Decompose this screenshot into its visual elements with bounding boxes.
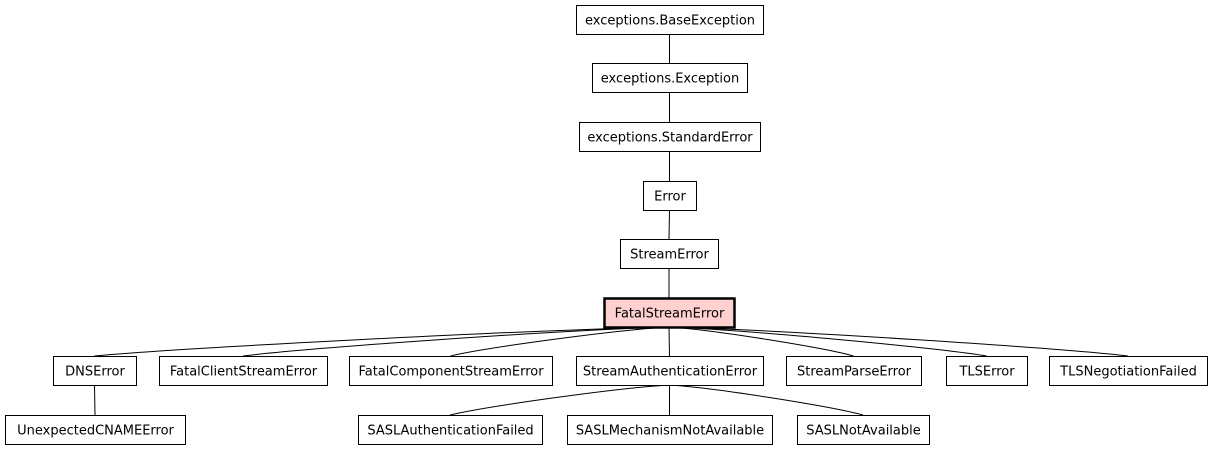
edge-fatalstreamerror-to-fatalclientstreamerror: [242, 326, 670, 357]
class-node-label-fatalcomponentstreamerror: FatalComponentStreamError: [358, 365, 544, 380]
class-node-box-tlsnegotiationfailed: [1049, 356, 1208, 386]
class-node-tlserror[interactable]: TLSError: [946, 356, 1028, 386]
class-node-box-streamerror: [620, 239, 719, 269]
class-node-label-dnserror: DNSError: [65, 365, 125, 380]
class-node-saslmechanismnotavailable[interactable]: SASLMechanismNotAvailable: [567, 415, 773, 445]
edge-fatalstreamerror-to-tlserror: [668, 326, 987, 357]
class-node-error[interactable]: Error: [643, 181, 697, 211]
class-node-box-fatalcomponentstreamerror: [349, 356, 553, 386]
class-node-label-streamparseerror: StreamParseError: [797, 365, 912, 380]
class-node-box-saslauthenticationfailed: [358, 415, 543, 445]
class-node-box-error: [643, 181, 697, 211]
class-node-dnserror[interactable]: DNSError: [53, 356, 137, 386]
class-node-label-baseexception: exceptions.BaseException: [585, 14, 755, 29]
class-node-label-streamerror: StreamError: [630, 248, 709, 263]
edge-fatalstreamerror-to-fatalcomponentstreamerror: [450, 326, 670, 357]
class-node-box-fatalclientstreamerror: [159, 356, 328, 386]
class-node-fatalclientstreamerror[interactable]: FatalClientStreamError: [159, 356, 328, 386]
class-nodes: exceptions.BaseException exceptions.Excep…: [5, 5, 1208, 445]
class-node-label-saslnotavailable: SASLNotAvailable: [806, 424, 921, 439]
class-node-streamauthenticationerror[interactable]: StreamAuthenticationError: [576, 356, 764, 386]
class-node-baseexception[interactable]: exceptions.BaseException: [576, 5, 764, 35]
class-node-box-dnserror: [53, 356, 137, 386]
class-node-label-exception: exceptions.Exception: [601, 72, 739, 87]
class-node-label-streamauthenticationerror: StreamAuthenticationError: [583, 365, 758, 380]
class-node-box-fatalstreamerror: [603, 297, 736, 329]
class-node-exception[interactable]: exceptions.Exception: [592, 63, 748, 93]
class-node-box-streamparseerror: [786, 356, 922, 386]
edge-error-to-streamerror: [668, 209, 670, 240]
class-node-box-standarderror: [579, 122, 761, 152]
class-node-label-error: Error: [654, 190, 686, 205]
edge-fatalstreamerror-to-streamauthenticationerror: [668, 326, 670, 357]
class-node-fatalstreamerror[interactable]: FatalStreamError: [603, 297, 736, 329]
class-node-standarderror[interactable]: exceptions.StandardError: [579, 122, 761, 152]
class-node-box-exception: [592, 63, 748, 93]
class-node-label-tlsnegotiationfailed: TLSNegotiationFailed: [1059, 365, 1197, 380]
class-node-label-fatalclientstreamerror: FatalClientStreamError: [170, 365, 318, 380]
class-node-streamparseerror[interactable]: StreamParseError: [786, 356, 922, 386]
class-node-streamerror[interactable]: StreamError: [620, 239, 719, 269]
class-node-label-standarderror: exceptions.StandardError: [587, 131, 753, 146]
class-node-box-saslmechanismnotavailable: [567, 415, 773, 445]
class-node-box-unexpectedcnameerror: [5, 415, 186, 445]
class-node-saslauthenticationfailed[interactable]: SASLAuthenticationFailed: [358, 415, 543, 445]
class-node-label-unexpectedcnameerror: UnexpectedCNAMEError: [17, 424, 174, 439]
class-node-label-saslauthenticationfailed: SASLAuthenticationFailed: [367, 424, 533, 439]
class-node-box-saslnotavailable: [797, 415, 930, 445]
class-node-tlsnegotiationfailed[interactable]: TLSNegotiationFailed: [1049, 356, 1208, 386]
edge-fatalstreamerror-to-tlsnegotiationfailed: [668, 326, 1129, 357]
class-node-box-streamauthenticationerror: [576, 356, 764, 386]
edge-dnserror-to-unexpectedcnameerror: [94, 384, 96, 416]
class-node-label-saslmechanismnotavailable: SASLMechanismNotAvailable: [576, 424, 764, 439]
inheritance-edges: [94, 34, 1129, 416]
class-node-box-baseexception: [576, 5, 764, 35]
edge-streamauthenticationerror-to-saslnotavailable: [669, 384, 864, 416]
class-node-box-tlserror: [946, 356, 1028, 386]
class-node-label-tlserror: TLSError: [958, 365, 1015, 380]
class-node-label-fatalstreamerror: FatalStreamError: [615, 307, 725, 322]
class-node-saslnotavailable[interactable]: SASLNotAvailable: [797, 415, 930, 445]
edge-streamauthenticationerror-to-saslauthenticationfailed: [449, 384, 670, 416]
edge-fatalstreamerror-to-dnserror: [94, 326, 670, 357]
class-node-fatalcomponentstreamerror[interactable]: FatalComponentStreamError: [349, 356, 553, 386]
edge-fatalstreamerror-to-streamparseerror: [668, 326, 854, 357]
class-node-unexpectedcnameerror[interactable]: UnexpectedCNAMEError: [5, 415, 186, 445]
